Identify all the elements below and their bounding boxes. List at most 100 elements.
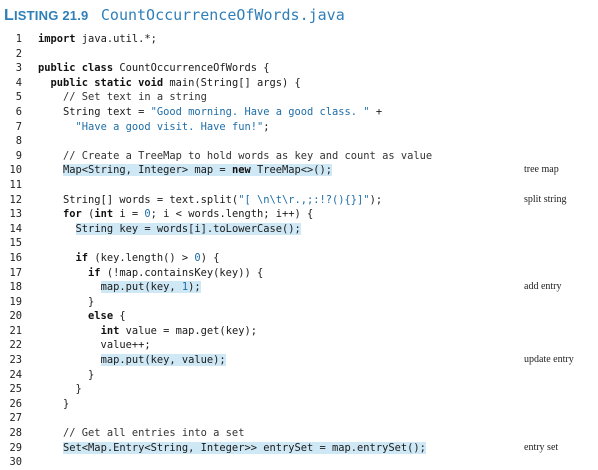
code-line: 30 — [0, 455, 598, 470]
code-token: map.put(key, value); — [100, 354, 226, 367]
line-number: 24 — [9, 368, 22, 381]
line-number: 29 — [9, 441, 22, 454]
margin-note: update entry — [524, 354, 574, 366]
code-token: "Good morning. Have a good class. " — [150, 105, 370, 118]
code-token: } — [38, 383, 82, 396]
code-token: else — [88, 310, 114, 323]
code-line: 14 String key = words[i].toLowerCase(); — [0, 222, 598, 237]
code-line: 1 import java.util.*; — [0, 32, 598, 47]
code-text: Map<String, Integer> map = new TreeMap<>… — [38, 163, 333, 178]
line-number: 13 — [9, 208, 22, 221]
code-text: } — [38, 382, 82, 397]
code-token: + — [369, 105, 383, 118]
line-number: 28 — [9, 427, 22, 440]
code-text: Set<Map.Entry<String, Integer>> entrySet… — [38, 441, 426, 456]
code-token: value = map.get(key); — [119, 324, 257, 337]
margin-note: split string — [524, 193, 567, 205]
code-text: String text = "Good morning. Have a good… — [38, 105, 382, 120]
code-line: 9 // Create a TreeMap to hold words as k… — [0, 149, 598, 164]
code-text: } — [38, 368, 94, 383]
code-token: new — [231, 164, 251, 177]
code-token: map.put(key, — [100, 281, 182, 294]
code-token: if — [88, 266, 101, 279]
code-token: CountOccurrenceOfWords { — [113, 62, 270, 75]
listing-number: 21.9 — [62, 8, 89, 23]
line-number: 15 — [9, 237, 22, 250]
code-token: java.util.*; — [75, 33, 157, 45]
code-text: int value = map.get(key); — [38, 324, 257, 339]
code-token — [38, 325, 101, 337]
code-text: // Set text in a string — [38, 90, 207, 105]
code-line: 29 Set<Map.Entry<String, Integer>> entry… — [0, 441, 598, 456]
code-line: 18 map.put(key, 1);add entry — [0, 280, 598, 295]
code-text: for (int i = 0; i < words.length; i++) { — [38, 207, 313, 222]
code-token: ); — [188, 281, 201, 294]
code-token: public class — [38, 62, 114, 75]
line-number: 11 — [9, 178, 22, 191]
listing-label-initial: L — [4, 7, 14, 24]
code-token: 1 — [181, 281, 189, 294]
code-text: import java.util.*; — [38, 32, 157, 47]
code-token — [38, 77, 51, 89]
code-token: TreeMap<>(); — [250, 164, 333, 177]
line-number: 30 — [9, 456, 22, 469]
margin-note: entry set — [524, 441, 559, 453]
line-number: 21 — [9, 324, 22, 337]
code-text: public static void main(String[] args) { — [38, 76, 301, 91]
line-number: 4 — [15, 76, 22, 89]
code-line: 5 // Set text in a string — [0, 90, 598, 105]
line-number: 17 — [9, 266, 22, 279]
code-line: 16 if (key.length() > 0) { — [0, 251, 598, 266]
code-line: 28 // Get all entries into a set — [0, 426, 598, 441]
highlighted-code: Set<Map.Entry<String, Integer>> entrySet… — [63, 441, 426, 454]
code-token: Set<Map.Entry<String, Integer>> entrySet… — [63, 441, 426, 454]
listing-label-rest: ISTING — [13, 8, 59, 23]
code-text: "Have a good visit. Have fun!"; — [38, 120, 270, 135]
code-text: map.put(key, value); — [38, 353, 226, 368]
highlighted-code: map.put(key, 1); — [100, 281, 201, 294]
code-token: String key = words[i].toLowerCase(); — [75, 222, 301, 235]
line-number: 5 — [15, 91, 22, 104]
code-token: } — [38, 397, 70, 410]
line-number: 20 — [9, 310, 22, 323]
line-number: 1 — [15, 33, 22, 45]
line-number: 26 — [9, 397, 22, 410]
line-number: 23 — [9, 354, 22, 367]
code-token: int — [100, 324, 120, 337]
code-line: 24 } — [0, 368, 598, 383]
code-text: } — [38, 397, 69, 412]
code-text: // Get all entries into a set — [38, 426, 244, 441]
code-text: public class CountOccurrenceOfWords { — [38, 61, 269, 76]
line-number: 10 — [9, 164, 22, 177]
code-token: // Get all entries into a set — [63, 427, 245, 440]
code-line: 13 for (int i = 0; i < words.length; i++… — [0, 207, 598, 222]
code-line: 2 — [0, 47, 598, 62]
code-text: else { — [38, 309, 126, 324]
line-number: 25 — [9, 383, 22, 396]
code-token: Map<String, Integer> map = — [63, 164, 232, 177]
code-token — [38, 267, 88, 279]
line-number: 16 — [9, 251, 22, 264]
listing-label: LISTING 21.9 — [4, 7, 89, 24]
code-line: 4 public static void main(String[] args)… — [0, 76, 598, 91]
code-text: String[] words = text.split("[ \n\t\r.,;… — [38, 193, 382, 208]
code-line: 27 — [0, 411, 598, 426]
line-number: 2 — [15, 47, 22, 60]
code-line: 7 "Have a good visit. Have fun!"; — [0, 120, 598, 135]
line-number: 8 — [15, 135, 22, 148]
code-line: 20 else { — [0, 309, 598, 324]
code-line: 26 } — [0, 397, 598, 412]
code-token — [38, 91, 63, 103]
code-text: if (key.length() > 0) { — [38, 251, 220, 266]
code-token: i = — [113, 208, 145, 221]
code-token: main(String[] args) { — [163, 76, 301, 89]
code-token: // Set text in a string — [63, 91, 207, 104]
code-token: (key.length() > — [88, 251, 195, 264]
code-line: 6 String text = "Good morning. Have a go… — [0, 105, 598, 120]
listing-title: CountOccurrenceOfWords.java — [100, 6, 345, 24]
line-number: 27 — [9, 412, 22, 425]
code-text: String key = words[i].toLowerCase(); — [38, 222, 301, 237]
code-line: 22 value++; — [0, 338, 598, 353]
